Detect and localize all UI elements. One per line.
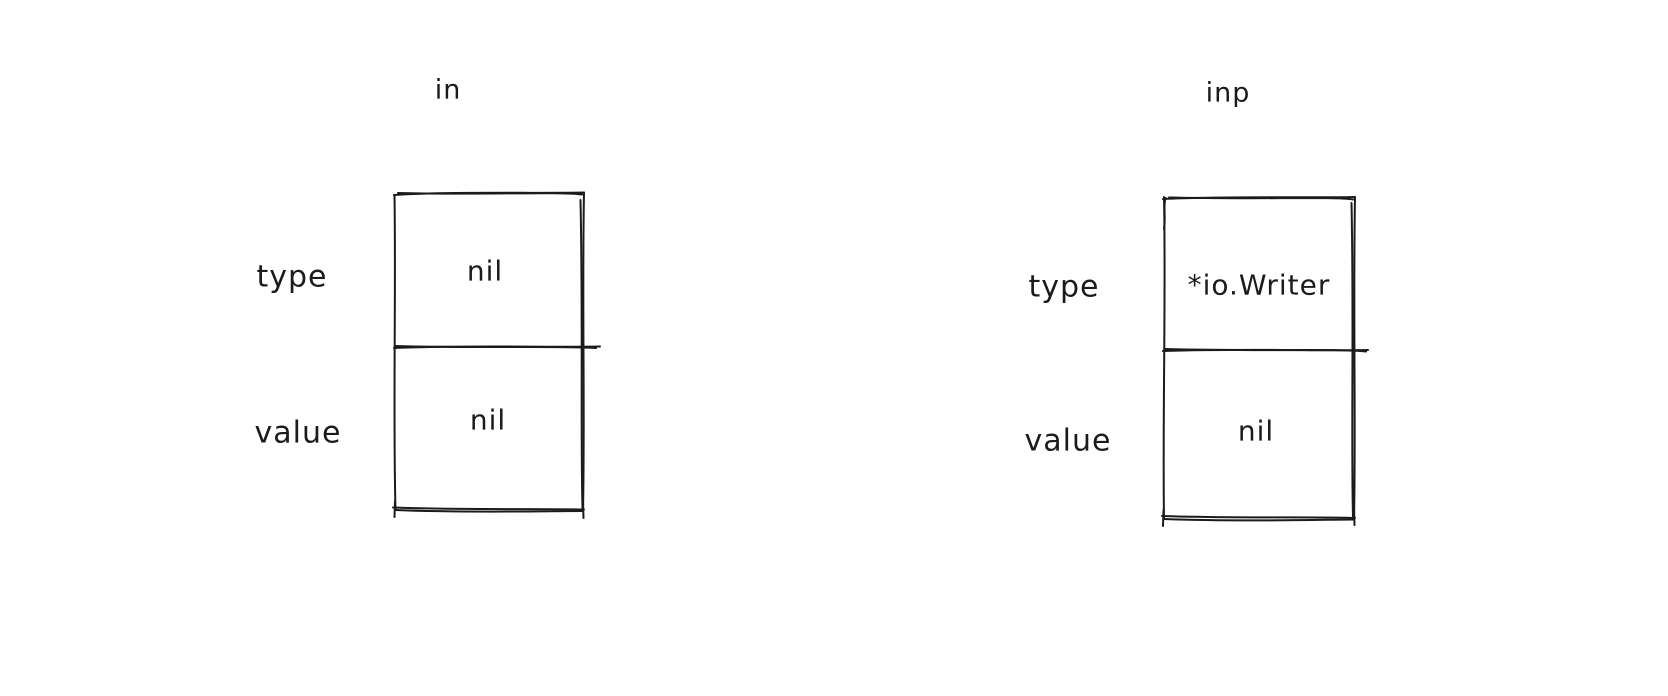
row-label-value: value xyxy=(1024,423,1112,459)
cell-type-value: nil xyxy=(466,254,504,288)
variable-box-sketch xyxy=(1161,196,1369,527)
diagram-title: in xyxy=(434,74,462,106)
cell-value-value: nil xyxy=(469,403,507,437)
variable-box-sketch xyxy=(392,191,601,519)
row-label-type: type xyxy=(256,259,328,295)
row-label-value: value xyxy=(254,415,342,451)
row-label-type: type xyxy=(1028,269,1100,305)
diagram-title: inp xyxy=(1205,77,1251,109)
cell-type-value: *io.Writer xyxy=(1187,268,1331,302)
cell-value-value: nil xyxy=(1237,414,1275,448)
